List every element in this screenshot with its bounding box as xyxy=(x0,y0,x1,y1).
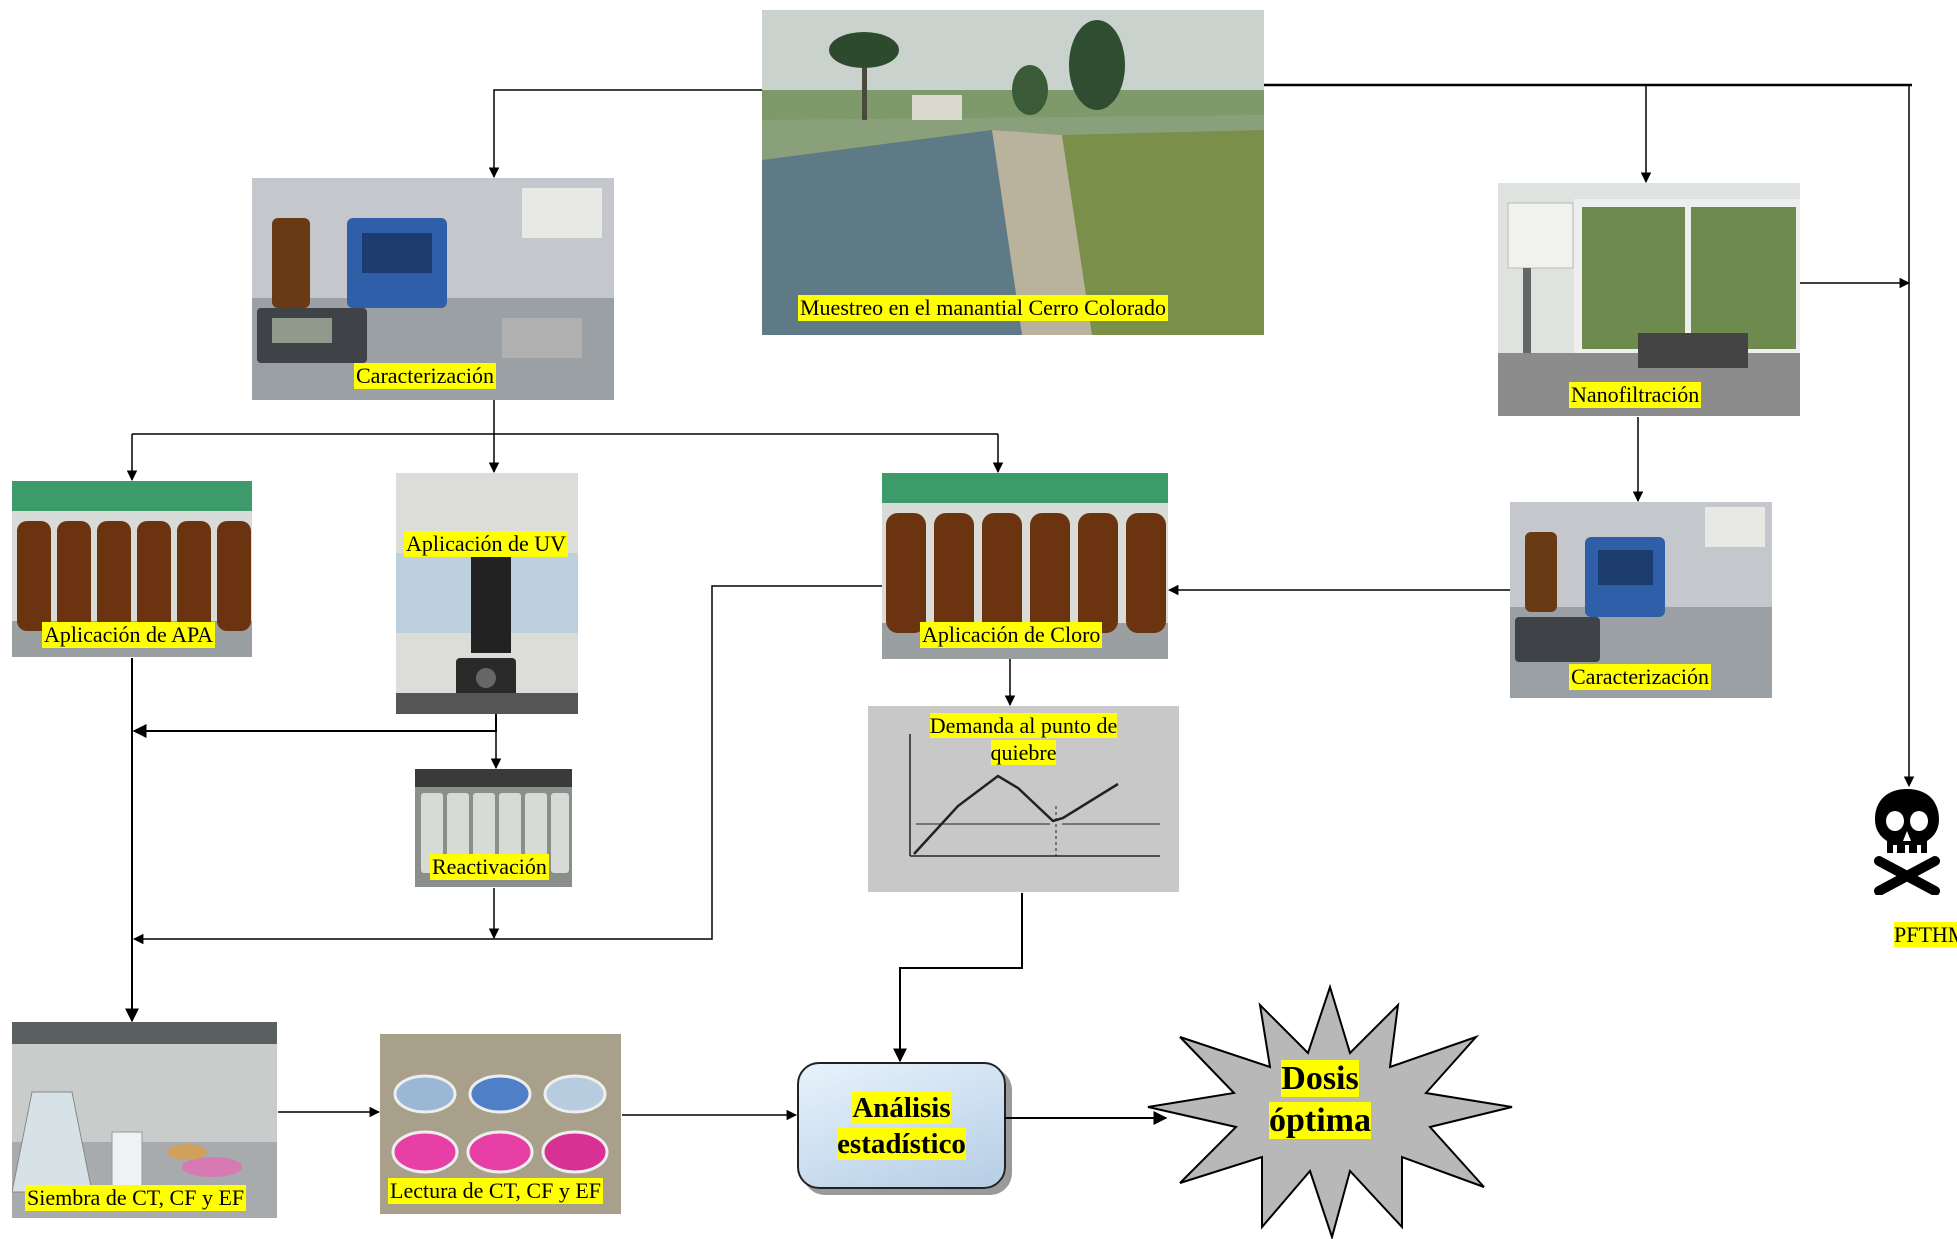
lectura-label: Lectura de CT, CF y EF xyxy=(388,1178,603,1204)
uv-photo xyxy=(396,473,578,714)
skull-crossbones-icon xyxy=(1874,789,1940,895)
nanofiltracion-label: Nanofiltración xyxy=(1569,382,1702,408)
arrow-muestreo-caracterizacion xyxy=(488,89,762,179)
arrow-uv-left xyxy=(132,714,497,738)
cloro-label: Aplicación de Cloro xyxy=(920,622,1103,648)
uv-label: Aplicación de UV xyxy=(404,531,569,557)
demanda-title-line1: Demanda al punto de xyxy=(929,713,1118,738)
breakpoint-graph: Demanda al punto de quiebre xyxy=(868,706,1179,892)
analisis-line1: Análisis xyxy=(852,1091,951,1124)
dosis-text: Dosis óptima xyxy=(1255,1058,1385,1142)
siembra-label: Siembra de CT, CF y EF xyxy=(25,1185,247,1211)
spring-photo xyxy=(762,10,1264,335)
caracterizacion-label-1: Caracterización xyxy=(354,363,497,389)
analisis-box: Análisis estadístico xyxy=(797,1062,1006,1189)
pfthm-label: PFTHM xyxy=(1894,922,1957,947)
arrow-graph-analisis xyxy=(893,893,1023,1063)
dosis-line1: Dosis xyxy=(1281,1060,1359,1097)
caracterizacion-label-2: Caracterización xyxy=(1569,664,1712,690)
muestreo-label: Muestreo en el manantial Cerro Colorado xyxy=(798,295,1168,321)
apa-label: Aplicación de APA xyxy=(42,622,216,648)
dosis-line2: óptima xyxy=(1269,1102,1371,1139)
reactivacion-label: Reactivación xyxy=(430,854,549,880)
analisis-line2: estadístico xyxy=(837,1127,966,1160)
demanda-title-line2: quiebre xyxy=(990,740,1057,765)
